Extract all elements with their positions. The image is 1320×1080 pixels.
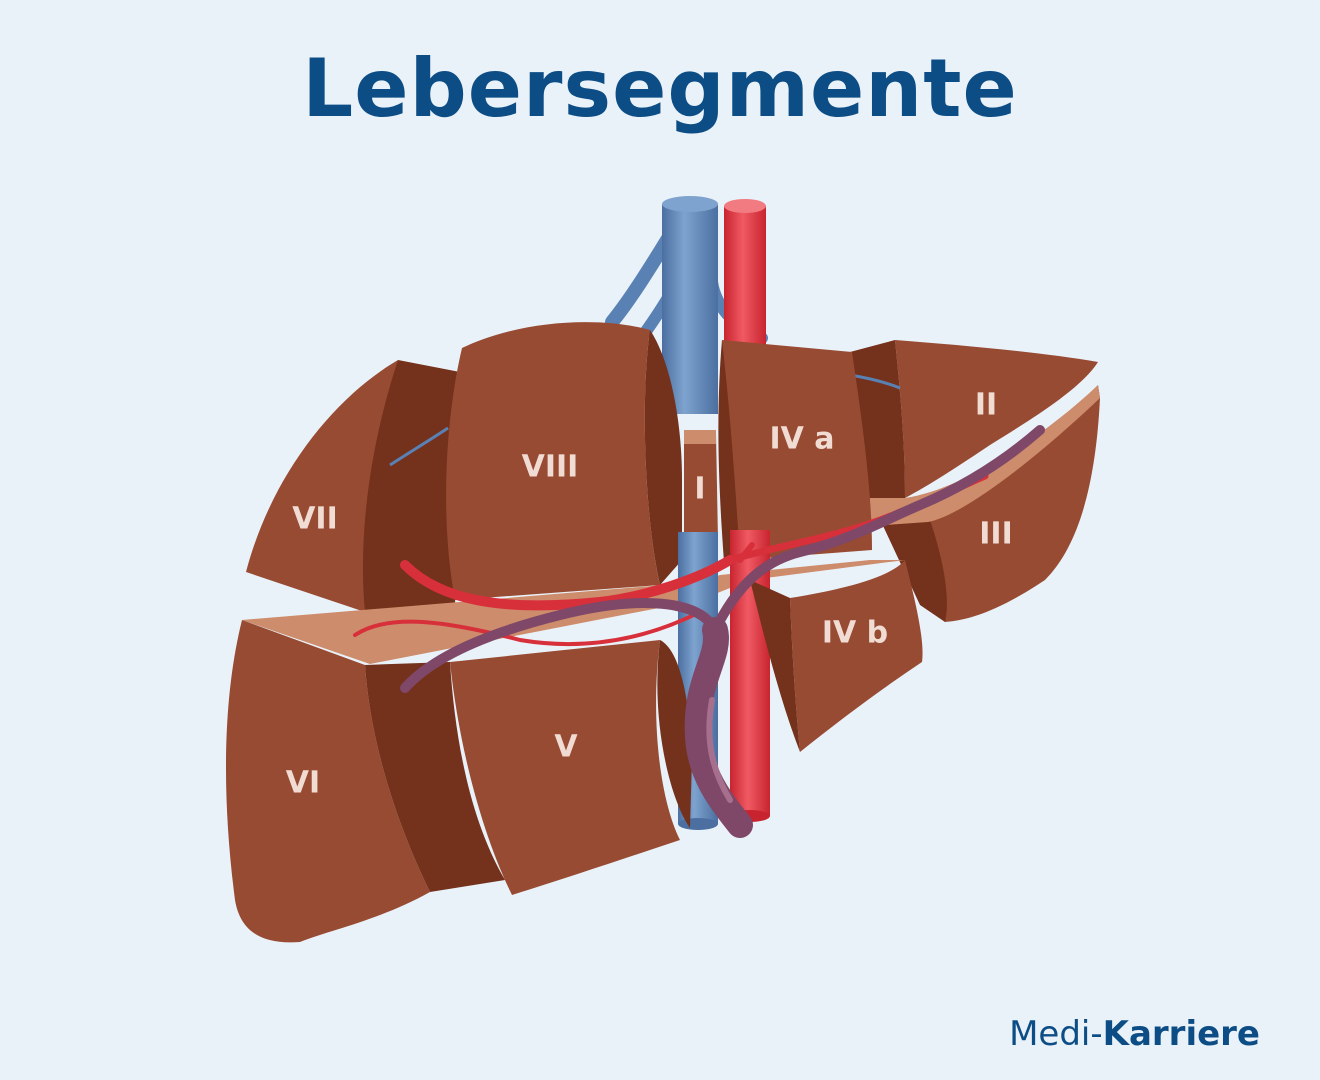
portal-vein — [400, 425, 1045, 838]
logo-part2: Karriere — [1102, 1014, 1260, 1054]
segment-vi — [225, 620, 505, 943]
segment-label-v: V — [554, 730, 578, 765]
logo-separator: - — [1090, 1014, 1103, 1054]
segment-label-viii: VIII — [522, 450, 579, 485]
segment-label-iii: III — [979, 517, 1013, 552]
segment-label-ivb: IV b — [822, 616, 888, 651]
segment-label-i: I — [694, 472, 705, 507]
segment-label-vi: VI — [286, 766, 320, 801]
segment-vii — [246, 360, 460, 612]
segment-ivb — [750, 560, 923, 752]
segment-label-iva: IV a — [769, 422, 834, 457]
brand-logo: Medi-Karriere — [1009, 1014, 1260, 1054]
segment-iva — [718, 340, 872, 562]
logo-part1: Medi — [1009, 1014, 1091, 1054]
segment-i — [684, 430, 718, 540]
vena-cava-upper — [662, 196, 718, 414]
aorta-upper — [724, 199, 766, 366]
segment-viii — [446, 322, 682, 600]
segment-label-vii: VII — [292, 502, 338, 537]
segment-v — [450, 640, 692, 895]
page-title: Lebersegmente — [302, 42, 1018, 135]
segment-label-ii: II — [975, 388, 997, 423]
